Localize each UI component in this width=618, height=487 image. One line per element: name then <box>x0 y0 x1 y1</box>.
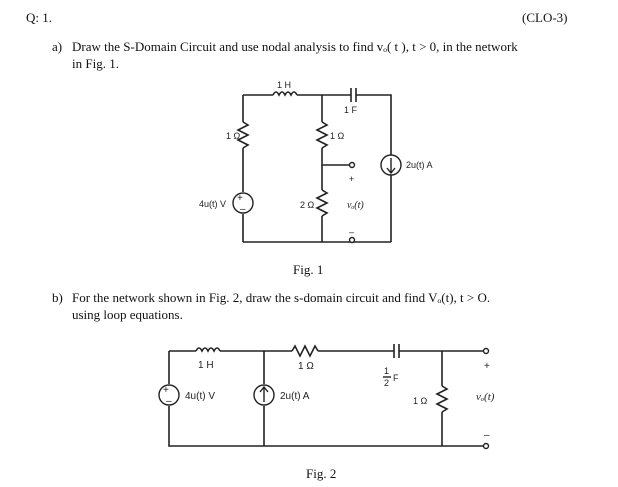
fig1-voltage-source <box>232 192 254 214</box>
fig2-current-source-label: 2u(t) A <box>280 391 310 402</box>
fig2-wire-left-lower <box>168 406 264 447</box>
arrow-down-icon <box>386 158 396 175</box>
fig1-vs-minus: – <box>240 204 246 215</box>
fig1-inductor <box>272 91 298 97</box>
fig2-capacitor-unit: F <box>393 373 399 383</box>
fig2-right-resistor <box>435 385 449 413</box>
fig1-voltage-source-label: 4u(t) V <box>199 199 226 209</box>
part-b-line2: using loop equations. <box>72 307 183 322</box>
part-a-line1: Draw the S-Domain Circuit and use nodal … <box>72 39 518 54</box>
fig2-output-terminal-top <box>482 347 490 355</box>
fig2-resistor-label: 1 Ω <box>298 361 314 372</box>
fig1-resistor-left <box>236 121 250 149</box>
part-a-line2: in Fig. 1. <box>72 56 119 71</box>
fig2-inductor <box>195 347 221 353</box>
fig2-caption: Fig. 2 <box>306 466 337 481</box>
fig2-output-plus: + <box>484 361 490 372</box>
fig1-inductor-label: 1 H <box>277 80 291 90</box>
part-a-letter: a) <box>52 39 63 54</box>
fig1-circuit <box>236 88 392 243</box>
fig1-resistor-bottom <box>315 189 329 217</box>
fig1-current-source-label: 2u(t) A <box>406 160 433 170</box>
fig1-resistor-mid <box>315 121 329 149</box>
fig2-resistor <box>291 344 319 358</box>
fig1-left-resistor-label: 1 Ω <box>226 131 241 141</box>
fig2-inductor-label: 1 H <box>198 360 214 371</box>
fig2-voltage-source-label: 4u(t) V <box>185 391 215 402</box>
fig1-caption: Fig. 1 <box>293 262 324 277</box>
fig1-capacitor-label: 1 F <box>344 105 358 115</box>
fig1-wire-to-output <box>321 148 350 166</box>
fig2-capacitor <box>393 344 400 358</box>
arrow-up-icon <box>259 385 269 402</box>
fig1-vs-plus: + <box>237 193 243 204</box>
fig1-output-terminal-top <box>348 161 356 169</box>
fig1-output-minus: – <box>349 227 354 237</box>
fig1-capacitor <box>350 88 357 102</box>
fig1-wire-top-right <box>356 94 392 242</box>
fig2-capacitor-den: 2 <box>384 378 389 388</box>
fig2-output-label: vₒ(t) <box>476 391 495 403</box>
part-b-line1: For the network shown in Fig. 2, draw th… <box>72 290 491 305</box>
fig2-output-terminal-bottom <box>482 442 490 450</box>
fig1-bottom-resistor-label: 2 Ω <box>300 200 315 210</box>
part-b-letter: b) <box>52 290 63 305</box>
fig1-output-label: vₒ(t) <box>347 200 364 211</box>
fig1-output-plus: + <box>349 174 354 184</box>
fig1-mid-resistor-label: 1 Ω <box>330 131 345 141</box>
fig2-output-minus: – <box>484 430 490 441</box>
fig2-vs-plus: + <box>163 385 169 396</box>
question-number: Q: 1. <box>26 10 52 25</box>
fig2-capacitor-num: 1 <box>384 366 389 376</box>
fig2-circuit <box>168 344 484 447</box>
fig1-output-terminal-bottom <box>348 236 356 244</box>
clo-tag: (CLO-3) <box>522 10 568 25</box>
fig2-vs-minus: – <box>166 396 172 407</box>
fig2-voltage-source <box>158 384 180 406</box>
fig2-right-resistor-label: 1 Ω <box>413 396 428 406</box>
